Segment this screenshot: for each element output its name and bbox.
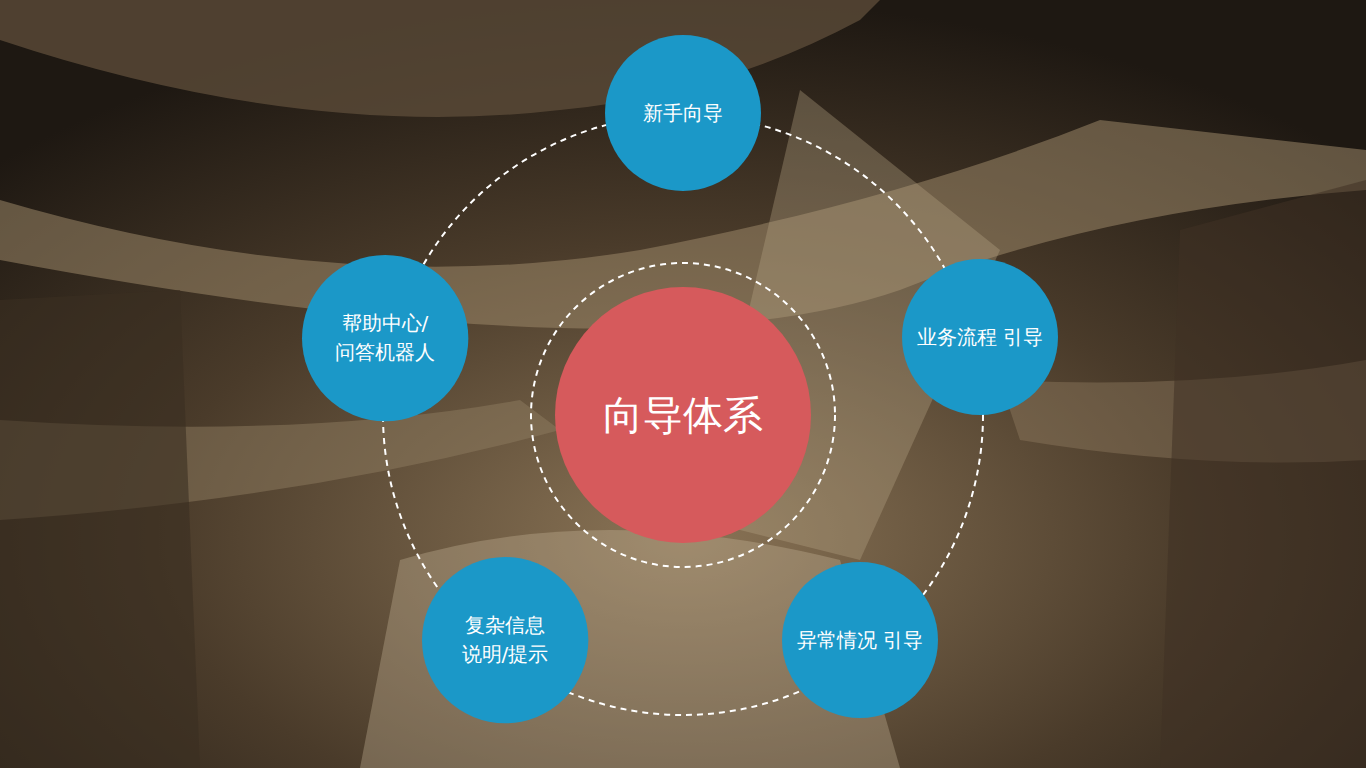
node-label: 新手向导 (643, 99, 723, 128)
node-label: 业务流程 引导 (917, 323, 1043, 352)
shop-front (0, 290, 200, 768)
node-label: 帮助中心/ 问答机器人 (320, 309, 450, 367)
circle-outline (302, 255, 468, 421)
topic-circle: 新手向导 (605, 35, 761, 191)
circle-outline (422, 557, 588, 723)
hub-circle: 向导体系 (555, 287, 811, 543)
topic-circle: 复杂信息 说明/提示 (422, 557, 588, 723)
topic-circle: 异常情况 引导 (782, 562, 938, 718)
topic-circle: 帮助中心/ 问答机器人 (302, 255, 468, 421)
inner-dashed-ring (531, 263, 835, 567)
node-label: 异常情况 引导 (797, 626, 923, 655)
node-label: 向导体系 (603, 386, 763, 444)
circle-fill (902, 259, 1058, 415)
circle-fill (605, 35, 761, 191)
topic-circle: 业务流程 引导 (902, 259, 1058, 415)
shop-front (1160, 180, 1366, 768)
circle-fill (555, 287, 811, 543)
circle-fill (782, 562, 938, 718)
circle-fill (302, 255, 468, 421)
circle-fill (422, 557, 588, 723)
node-label: 复杂信息 说明/提示 (440, 611, 570, 669)
